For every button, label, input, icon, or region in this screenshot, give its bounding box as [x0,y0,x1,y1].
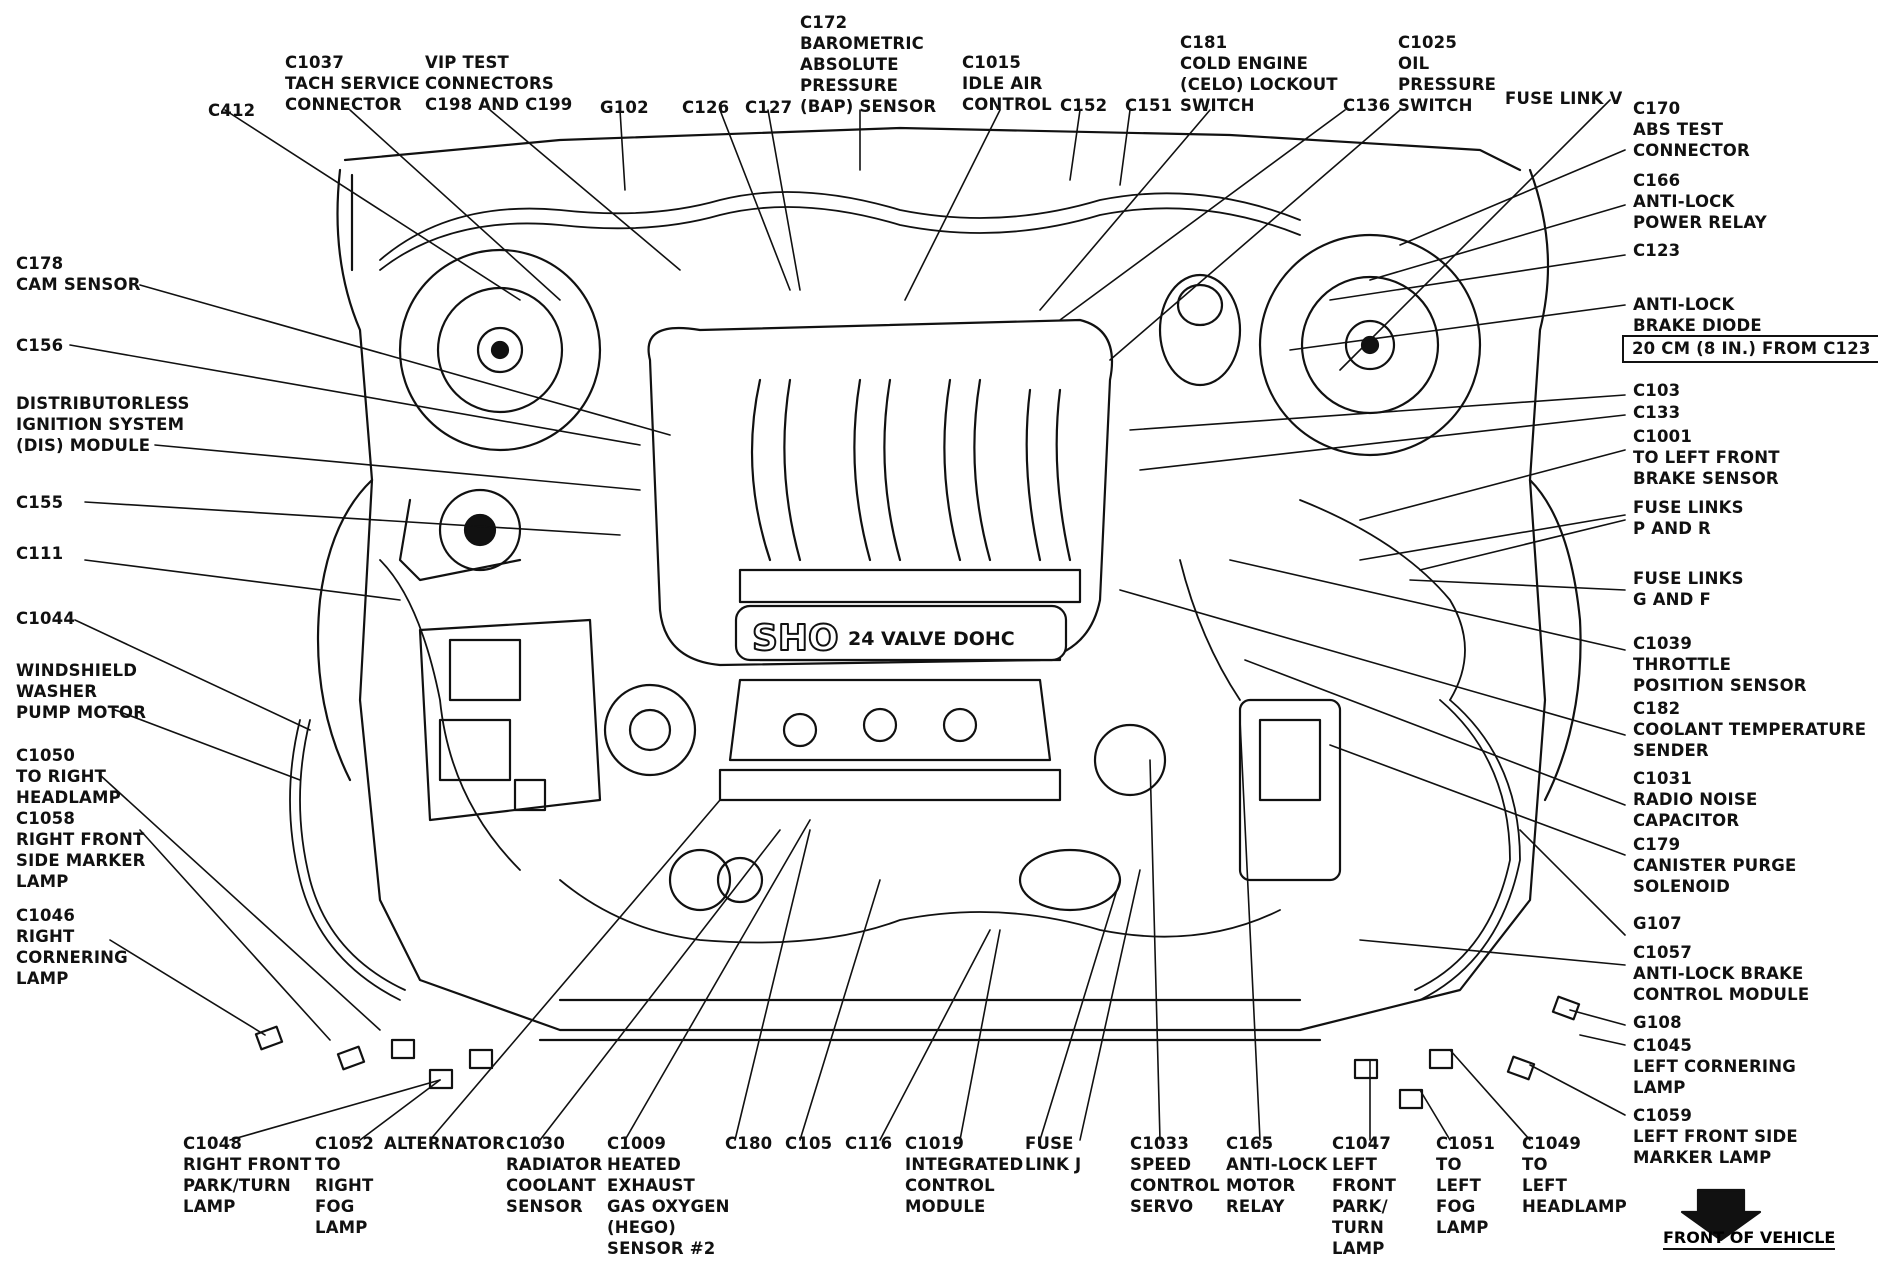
label-c165: C165 ANTI-LOCK MOTOR RELAY [1226,1134,1328,1216]
front-of-vehicle-label: FRONT OF VEHICLE [1663,1228,1836,1250]
label-c1046: C1046 RIGHT CORNERING LAMP [16,906,128,988]
body-outline [316,126,1582,1042]
label-dis-module: DISTRIBUTORLESS IGNITION SYSTEM (DIS) MO… [16,394,190,455]
label-c133: C133 [1633,403,1681,422]
leader-lines [69,99,1626,1141]
label-fuse-links-p-r: FUSE LINKS P AND R [1633,498,1744,538]
label-c1039: C1039 THROTTLE POSITION SENSOR [1633,634,1807,695]
label-diode-location: 20 CM (8 IN.) FROM C123 [1622,335,1878,363]
abs-module [1018,698,1342,912]
label-c180: C180 [725,1134,773,1153]
front-arrow-icon [1680,1188,1762,1242]
label-c105: C105 [785,1134,833,1153]
label-c172: C172 BAROMETRIC ABSOLUTE PRESSURE (BAP) … [800,13,937,116]
label-c181: C181 COLD ENGINE (CELO) LOCKOUT SWITCH [1180,33,1338,115]
label-c1048: C1048 RIGHT FRONT PARK/TURN LAMP [183,1134,312,1216]
label-c178: C178 CAM SENSOR [16,254,141,294]
lamp-sockets [254,995,1581,1110]
label-c1049: C1049 TO LEFT HEADLAMP [1522,1134,1627,1216]
label-c1058: C1058 RIGHT FRONT SIDE MARKER LAMP [16,809,146,891]
label-alternator: ALTERNATOR [384,1134,506,1153]
label-c1050: C1050 TO RIGHT HEADLAMP [16,746,121,807]
label-c1030: C1030 RADIATOR COOLANT SENSOR [506,1134,603,1216]
label-g102: G102 [600,98,649,117]
label-c1045: C1045 LEFT CORNERING LAMP [1633,1036,1796,1097]
label-c127: C127 [745,98,793,117]
label-vip-test-connectors: VIP TEST CONNECTORS C198 AND C199 [425,53,573,114]
label-c1059: C1059 LEFT FRONT SIDE MARKER LAMP [1633,1106,1798,1167]
alternator [603,683,764,912]
label-c155: C155 [16,493,64,512]
label-anti-lock-brake-diode: ANTI-LOCK BRAKE DIODE [1633,295,1762,335]
label-c1052: C1052 TO RIGHT FOG LAMP [315,1134,375,1237]
label-c1047: C1047 LEFT FRONT PARK/ TURN LAMP [1332,1134,1397,1258]
label-c1009: C1009 HEATED EXHAUST GAS OXYGEN (HEGO) S… [607,1134,730,1258]
label-c152: C152 [1060,96,1108,115]
wiring-harness [289,191,1521,1001]
label-fuse-link-v: FUSE LINK V [1505,89,1623,108]
label-fuse-links-g-f: FUSE LINKS G AND F [1633,569,1744,609]
label-c1037: C1037 TACH SERVICE CONNECTOR [285,53,420,114]
label-c1015: C1015 IDLE AIR CONTROL [962,53,1052,114]
label-c1033: C1033 SPEED CONTROL SERVO [1130,1134,1220,1216]
engine-badge-text: SHO [752,618,839,659]
label-c1044: C1044 [16,609,76,628]
label-g108: G108 [1633,1013,1682,1032]
label-c116: C116 [845,1134,893,1153]
engine-badge: SHO 24 VALVE DOHC [734,604,1068,662]
label-c412: C412 [208,101,256,120]
label-c151: C151 [1125,96,1173,115]
label-c1051: C1051 TO LEFT FOG LAMP [1436,1134,1496,1237]
label-c179: C179 CANISTER PURGE SOLENOID [1633,835,1797,896]
engine-badge-subtext: 24 VALVE DOHC [848,628,1015,650]
label-c1057: C1057 ANTI-LOCK BRAKE CONTROL MODULE [1633,943,1810,1004]
label-c136: C136 [1343,96,1391,115]
label-c1025: C1025 OIL PRESSURE SWITCH [1398,33,1497,115]
label-c166: C166 ANTI-LOCK POWER RELAY [1633,171,1767,232]
reservoir [398,488,522,582]
label-c170: C170 ABS TEST CONNECTOR [1633,99,1750,160]
label-washer-pump-motor: WINDSHIELD WASHER PUMP MOTOR [16,661,147,722]
label-c182: C182 COOLANT TEMPERATURE SENDER [1633,699,1867,760]
label-c111: C111 [16,544,64,563]
label-c126: C126 [682,98,730,117]
label-g107: G107 [1633,914,1682,933]
label-c123: C123 [1633,241,1681,260]
label-c1001: C1001 TO LEFT FRONT BRAKE SENSOR [1633,427,1780,488]
label-c103: C103 [1633,381,1681,400]
strut-tower-left [1158,233,1482,457]
label-c1031: C1031 RADIO NOISE CAPACITOR [1633,769,1758,830]
label-c156: C156 [16,336,64,355]
battery [418,618,602,822]
label-fuse-link-j: FUSE LINK J [1025,1134,1082,1174]
valve-cover [718,678,1062,802]
label-c1019: C1019 INTEGRATED CONTROL MODULE [905,1134,1024,1216]
